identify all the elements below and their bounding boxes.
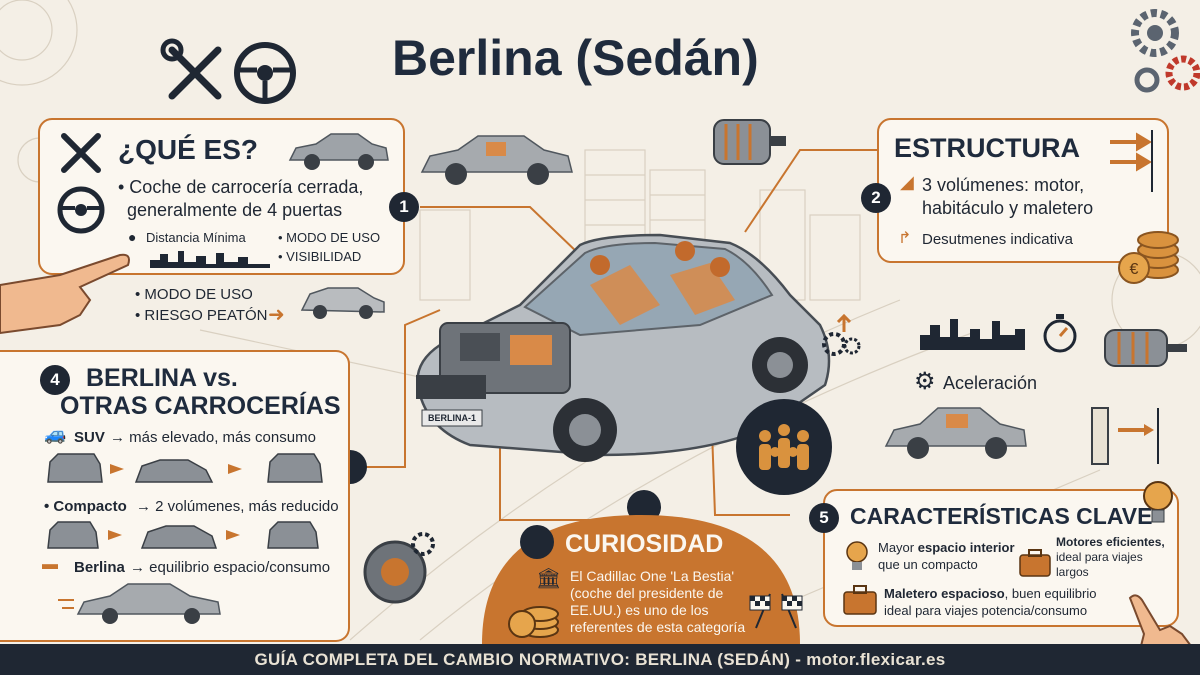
lightbulb-icon bbox=[846, 541, 868, 570]
curiosidad-line-1: El Cadillac One 'La Bestia' bbox=[570, 568, 735, 584]
electric-motor-icon bbox=[713, 119, 786, 165]
aceleracion-label: Aceleración bbox=[943, 373, 1038, 393]
checkered-flags-icon bbox=[749, 593, 803, 629]
caracteristicas-heading: CARACTERÍSTICAS CLAVE bbox=[850, 503, 1153, 529]
compacto-label: • Compacto bbox=[44, 498, 127, 515]
steering-wheel-icon bbox=[57, 186, 105, 234]
footer-banner: GUÍA COMPLETA DEL CAMBIO NORMATIVO: BERL… bbox=[0, 644, 1200, 675]
svg-text:€: € bbox=[1130, 261, 1139, 278]
curiosidad-background bbox=[482, 515, 800, 644]
arrow-right-icon: ➜ bbox=[268, 304, 285, 326]
caracteristicas-panel bbox=[823, 489, 1179, 627]
berlina-car-illustration bbox=[416, 233, 831, 462]
coins-icon: € bbox=[1118, 231, 1179, 284]
suitcase-icon bbox=[843, 585, 877, 615]
que-es-modo: • MODO DE USO bbox=[278, 230, 381, 245]
bank-icon: 🏛 bbox=[536, 568, 562, 590]
curiosidad-heading: CURIOSIDAD bbox=[565, 530, 724, 558]
drop-icon: ● bbox=[128, 229, 137, 245]
gear-icon: ⚙ bbox=[914, 368, 936, 395]
caracteristica-3-post: , buen equilibrio bbox=[1004, 586, 1097, 601]
caracteristica-1-line1: Mayor espacio interior bbox=[878, 540, 1015, 556]
estructura-line2: habitáculo y maletero bbox=[922, 198, 1094, 218]
estructura-line1: 3 volúmenes: motor, bbox=[922, 175, 1085, 195]
tire-gears-icon bbox=[363, 532, 435, 604]
berlina-text: → equilibrio espacio/consumo bbox=[130, 559, 331, 576]
suitcase-icon bbox=[1019, 549, 1051, 577]
page-title: Berlina (Sedán) bbox=[392, 30, 759, 86]
wrench-screwdriver-icon bbox=[160, 38, 222, 100]
curiosidad-line-2: (coche del presidente de bbox=[570, 585, 724, 601]
curiosidad-line-3: EE.UU.) es uno de los bbox=[570, 602, 709, 618]
gears-icon bbox=[1131, 9, 1200, 93]
caracteristica-2-line1: Motores eficientes, bbox=[1056, 535, 1165, 549]
note-riesgo-peaton: • RIESGO PEATÓN bbox=[135, 307, 268, 324]
sedan-thumbnail bbox=[288, 133, 389, 170]
sedan-interior-thumbnail bbox=[420, 135, 573, 185]
gears-arrow-icon bbox=[822, 313, 861, 356]
sedan-side-thumbnail bbox=[884, 407, 1027, 459]
estructura-heading: ESTRUCTURA bbox=[894, 133, 1080, 163]
estructura-line3: Desutmenes indicativa bbox=[922, 231, 1073, 248]
passengers-icon bbox=[736, 399, 832, 495]
caracteristica-3-line2: ideal para viajes potencia/consumo bbox=[884, 603, 1088, 618]
skyline-icon bbox=[150, 251, 270, 268]
tools-icon bbox=[61, 133, 101, 173]
berlina-speed-thumbnail bbox=[58, 583, 221, 624]
curiosidad-line-4: referentes de esta categoría bbox=[570, 619, 746, 635]
que-es-line2: generalmente de 4 puertas bbox=[127, 200, 343, 220]
caracteristica-1-bold: espacio interior bbox=[917, 540, 1015, 555]
arrows-diagram-icon bbox=[1110, 130, 1153, 192]
diagram-arrow-icon bbox=[1091, 407, 1159, 465]
curiosidad-dot bbox=[520, 525, 554, 559]
caracteristica-3-bold: Maletero espacioso bbox=[884, 586, 1005, 601]
coins-icon bbox=[508, 606, 559, 638]
berlina-label: Berlina bbox=[74, 559, 125, 576]
pointing-hand-icon bbox=[0, 253, 130, 335]
marker-4: 4 bbox=[40, 365, 70, 395]
que-es-heading: ¿QUÉ ES? bbox=[118, 134, 259, 165]
note-modo-uso: • MODO DE USO bbox=[135, 286, 253, 303]
berlina-icon: ▬ bbox=[42, 556, 58, 573]
caracteristica-3-line1: Maletero espacioso, buen equilibrio bbox=[884, 586, 1096, 602]
caracteristica-2-line3: largos bbox=[1056, 565, 1089, 579]
marker-1: 1 bbox=[389, 192, 419, 222]
dimension-icon: ↱ bbox=[898, 230, 912, 247]
marker-2: 2 bbox=[861, 183, 891, 213]
caracteristica-2-line2: ideal para viajes bbox=[1056, 550, 1143, 564]
comparacion-heading-1: BERLINA vs. bbox=[86, 364, 238, 392]
comparacion-heading-2: OTRAS CARROCERÍAS bbox=[60, 392, 341, 420]
que-es-distancia: Distancia Mínima bbox=[146, 230, 246, 245]
suv-icon: 🚙 bbox=[44, 424, 67, 444]
car-plate: BERLINA-1 bbox=[428, 413, 477, 423]
marker-5: 5 bbox=[809, 503, 839, 533]
suv-label: SUV bbox=[74, 429, 105, 446]
suv-comparison-row bbox=[47, 453, 323, 483]
ruler-icon: ◢ bbox=[900, 172, 914, 192]
steering-wheel-icon bbox=[234, 42, 296, 104]
lightbulb-icon bbox=[1143, 481, 1173, 523]
skyline-icon bbox=[920, 319, 1025, 350]
caracteristica-1-line2: que un compacto bbox=[878, 557, 978, 572]
motor-part-icon bbox=[1104, 329, 1187, 367]
car-pedestrian-thumbnail bbox=[300, 287, 385, 319]
compacto-text: → 2 volúmenes, más reducido bbox=[136, 498, 339, 515]
caracteristica-1-pre: Mayor bbox=[878, 540, 918, 555]
compacto-comparison-row bbox=[47, 521, 319, 549]
stopwatch-icon bbox=[1043, 314, 1077, 353]
suv-text: → más elevado, más consumo bbox=[110, 429, 316, 446]
que-es-visibilidad: • VISIBILIDAD bbox=[278, 249, 362, 264]
que-es-line1: • Coche de carrocería cerrada, bbox=[118, 177, 364, 197]
